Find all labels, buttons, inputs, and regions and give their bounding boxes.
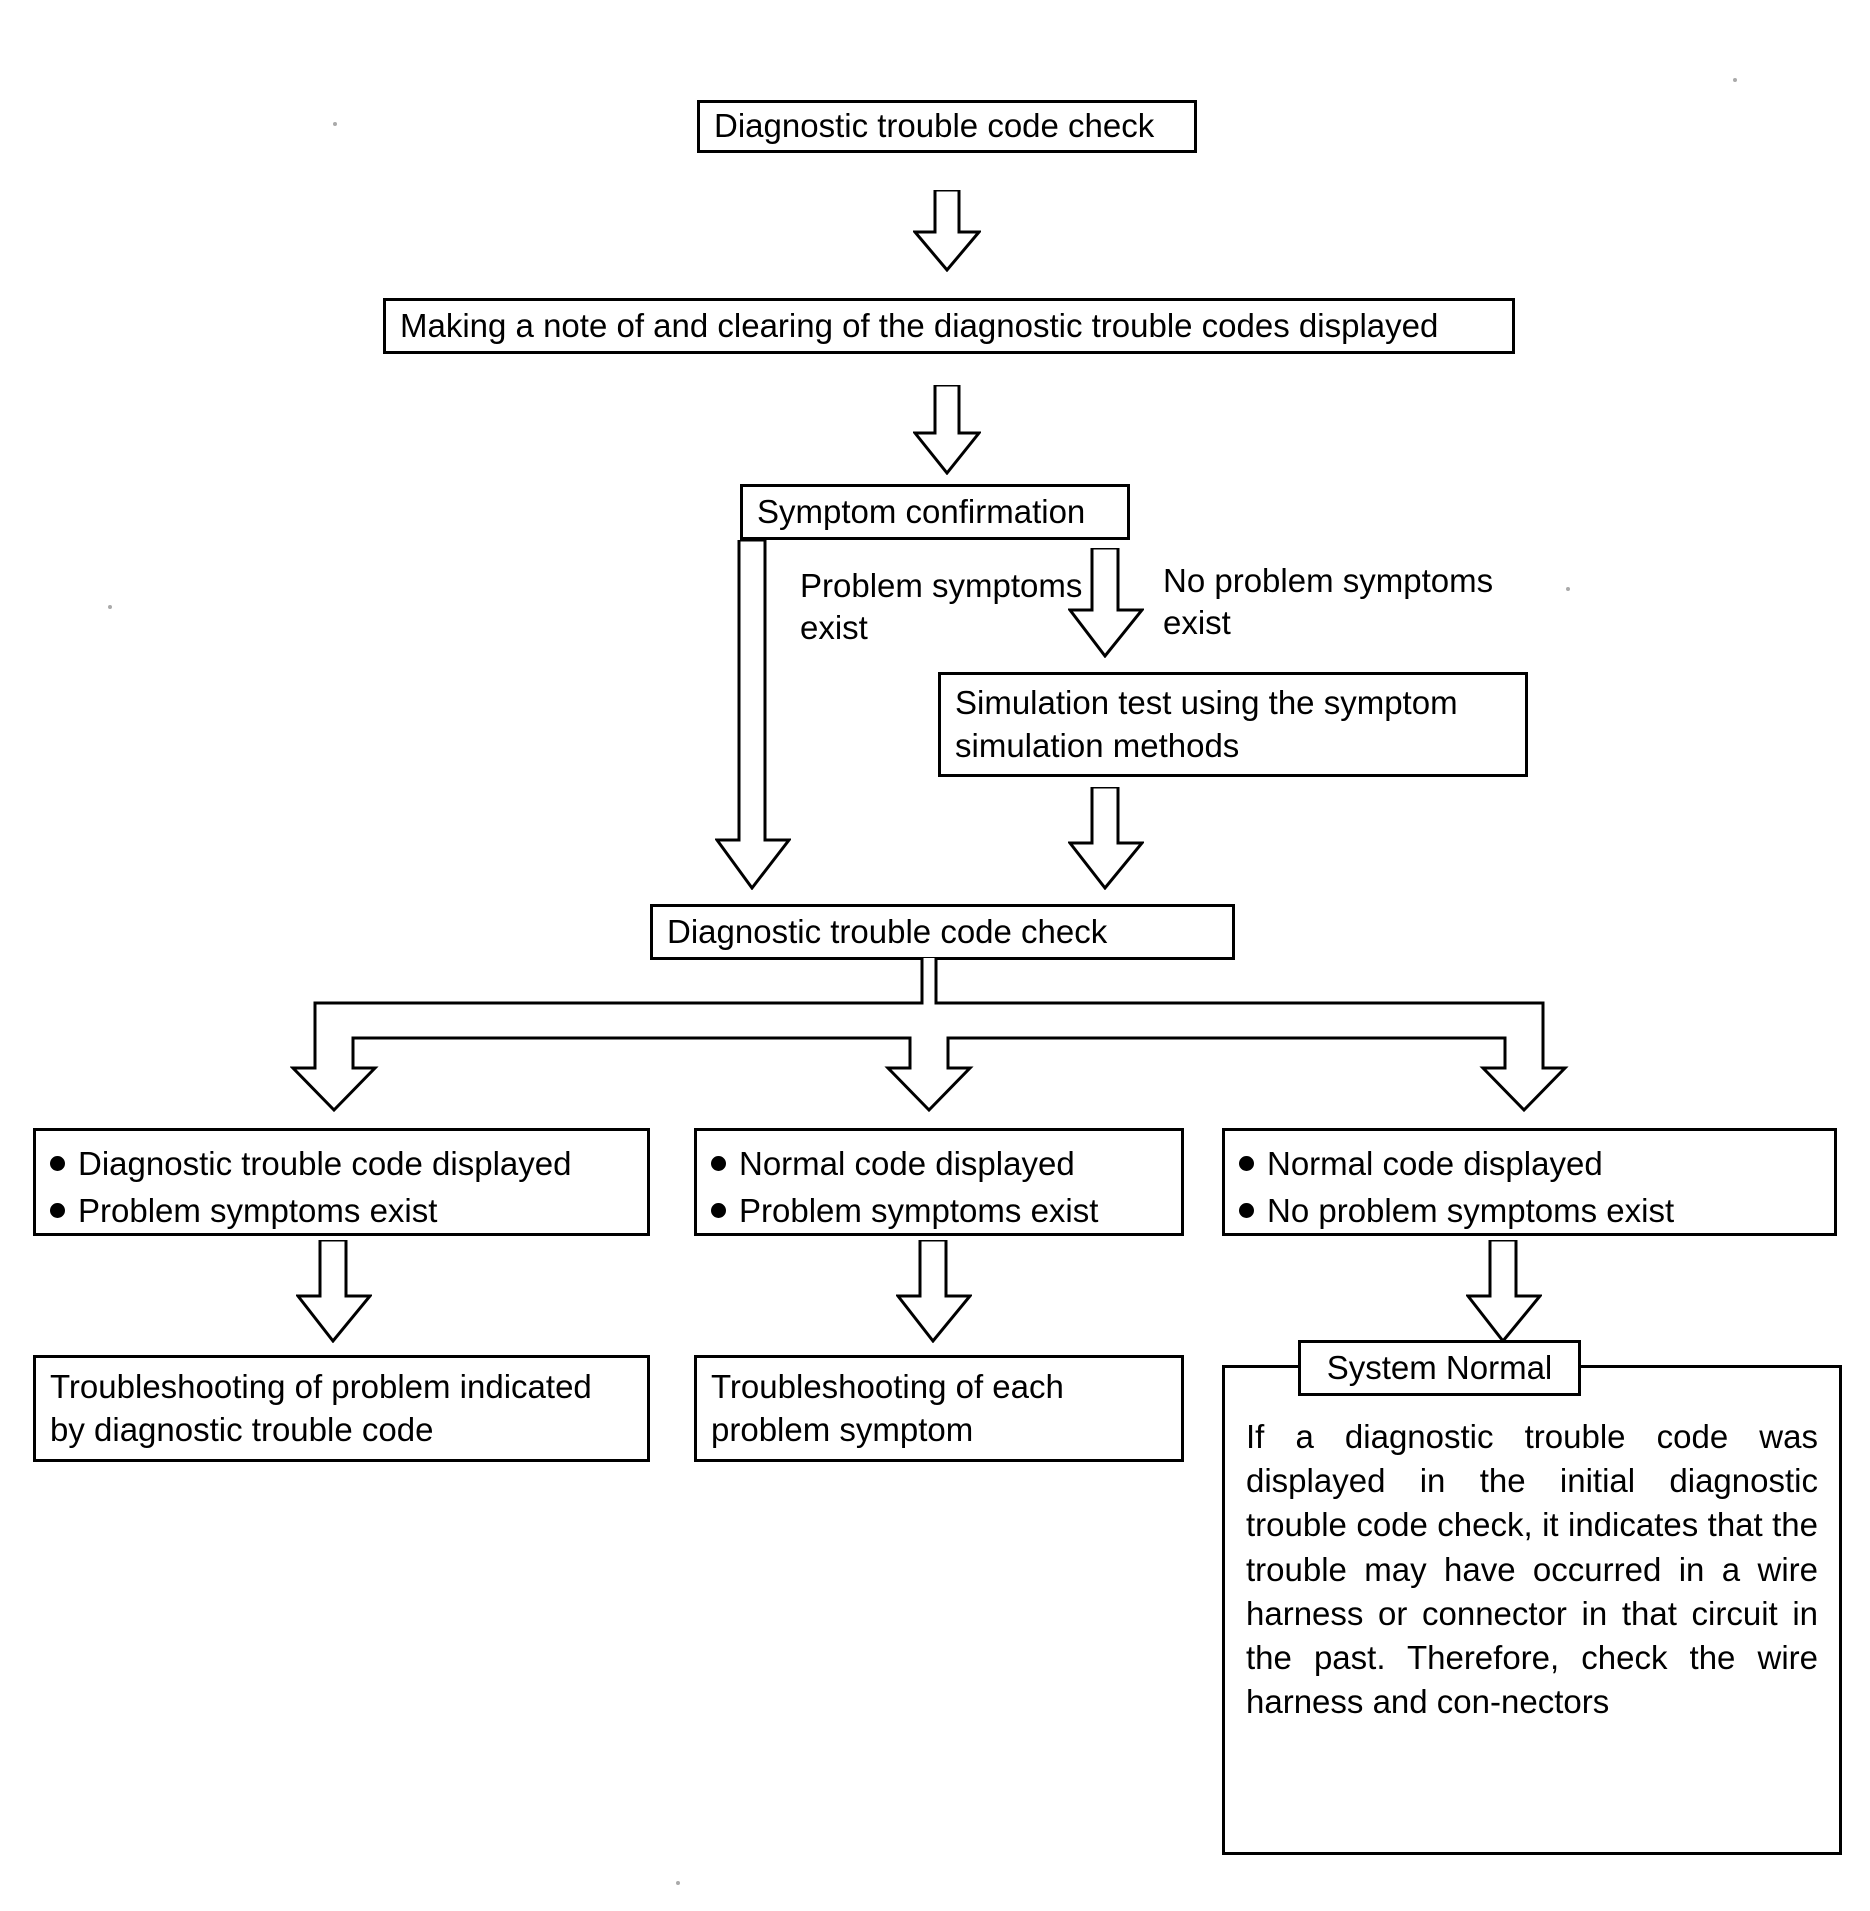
- scan-speck: [1566, 587, 1570, 591]
- edge-label-no-problem-symptoms-exist: No problem symptoms exist: [1163, 562, 1494, 641]
- arrow-symptom-confirmation-no-problem-branch: [1068, 548, 1144, 658]
- edge-label-problem-symptoms-exist: Problem symptoms exist: [800, 567, 1083, 646]
- list-item: Normal code displayed: [711, 1141, 1167, 1188]
- system-normal-text: If a diagnostic trouble code was display…: [1246, 1418, 1818, 1721]
- list-item: Problem symptoms exist: [711, 1188, 1167, 1235]
- arrow-symptom-confirmation-problem-branch: [715, 540, 791, 890]
- node-simulation-test: Simulation test using the symptom simula…: [938, 672, 1528, 777]
- arrow-outcome-right-to-action-right: [1466, 1240, 1542, 1343]
- bullet-dot: [711, 1156, 726, 1171]
- scan-speck: [676, 1881, 680, 1885]
- system-normal-body-box: [1222, 1365, 1842, 1855]
- arrow-simulation-to-dtc-check: [1068, 787, 1144, 890]
- list-item: No problem symptoms exist: [1239, 1188, 1820, 1235]
- bullet-dot: [50, 1156, 65, 1171]
- bullet-dot: [711, 1202, 726, 1218]
- bullet-dot: [1239, 1156, 1254, 1171]
- list-item-label: Normal code displayed: [739, 1145, 1075, 1182]
- list-item-label: No problem symptoms exist: [1267, 1191, 1675, 1229]
- scan-speck: [1733, 78, 1737, 82]
- scan-speck: [333, 122, 337, 126]
- bullet-dot: [50, 1202, 65, 1218]
- node-outcome-left: Diagnostic trouble code displayed Proble…: [33, 1128, 650, 1236]
- node-outcome-mid: Normal code displayed Problem symptoms e…: [694, 1128, 1184, 1236]
- list-item: Diagnostic trouble code displayed: [50, 1141, 633, 1188]
- node-action-left: Troubleshooting of problem indicated by …: [33, 1355, 650, 1462]
- list-item: Normal code displayed: [1239, 1141, 1820, 1188]
- node-diagnostic-trouble-code-check-second: Diagnostic trouble code check: [650, 904, 1235, 960]
- node-action-mid: Troubleshooting of each problem symptom: [694, 1355, 1184, 1462]
- arrow-outcome-mid-to-action-mid: [896, 1240, 972, 1343]
- node-outcome-right: Normal code displayed No problem symptom…: [1222, 1128, 1837, 1236]
- list-item-label: Diagnostic trouble code displayed: [78, 1145, 572, 1182]
- node-clear-codes: Making a note of and clearing of the dia…: [383, 298, 1515, 354]
- system-normal-title-box: System Normal: [1298, 1340, 1581, 1396]
- arrow-outcome-left-to-action-left: [296, 1240, 372, 1343]
- arrow-dtc-check-three-way-split: [290, 958, 1590, 1113]
- list-item-label: Normal code displayed: [1267, 1145, 1603, 1182]
- bullet-dot: [1239, 1202, 1254, 1218]
- node-diagnostic-trouble-code-check-start: Diagnostic trouble code check: [697, 100, 1197, 153]
- list-item-label: Problem symptoms exist: [78, 1191, 438, 1229]
- arrow-start-to-clear: [913, 190, 981, 272]
- node-action-right: System Normal If a diagnostic trouble co…: [1222, 1340, 1842, 1860]
- arrow-clear-to-symptom-confirmation: [913, 385, 981, 475]
- scan-speck: [108, 605, 112, 609]
- list-item-label: Problem symptoms exist: [739, 1191, 1099, 1229]
- system-normal-title: System Normal: [1326, 1349, 1553, 1386]
- node-symptom-confirmation: Symptom confirmation: [740, 484, 1130, 540]
- list-item: Problem symptoms exist: [50, 1188, 633, 1235]
